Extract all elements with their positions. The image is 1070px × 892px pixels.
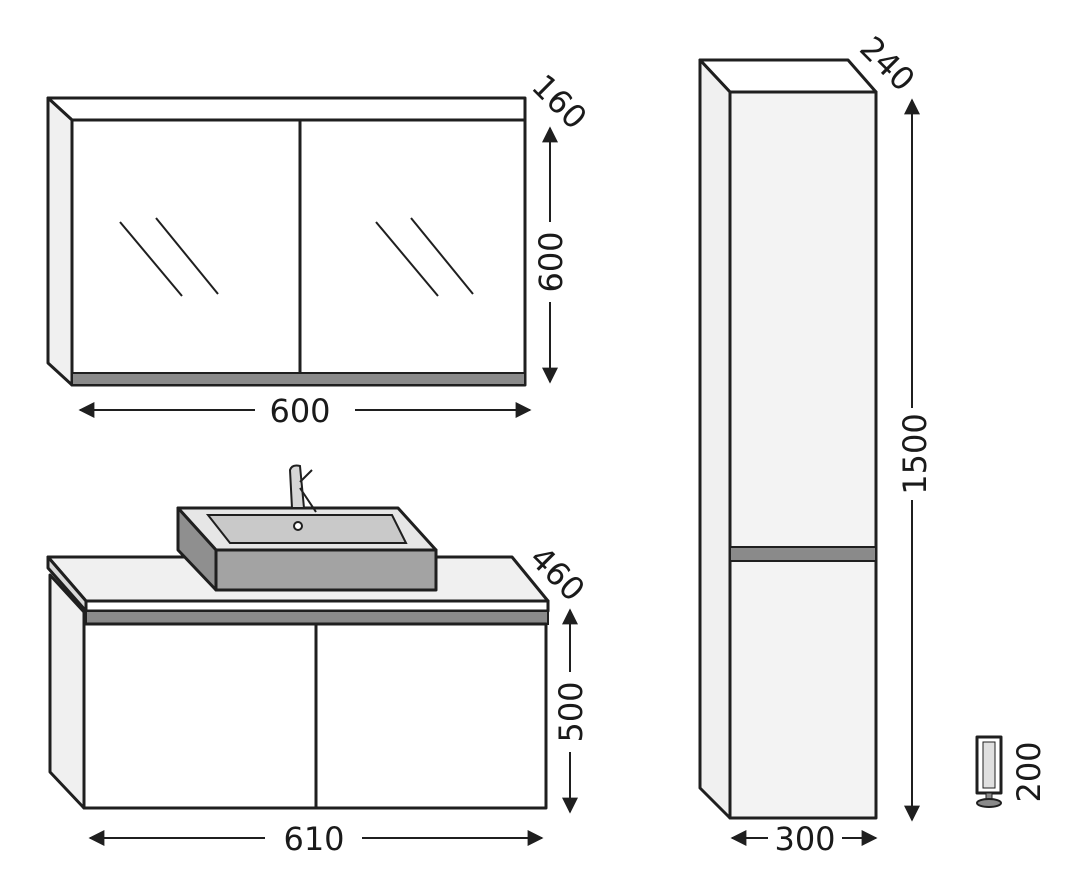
tall-cabinet-side	[698, 58, 732, 820]
vanity-height-label: 500	[552, 681, 590, 742]
adjustable-leg: 200	[975, 735, 1048, 808]
leg-height-label: 200	[1010, 741, 1048, 802]
glass-reflection-mark	[119, 221, 183, 297]
vanity-countertop-edge	[84, 599, 550, 613]
vessel-basin	[176, 464, 438, 592]
glass-reflection-mark	[155, 217, 219, 295]
vanity-unit	[46, 555, 550, 810]
basin-drain	[293, 521, 303, 531]
leg-inner	[982, 741, 996, 789]
basin-bowl	[205, 514, 408, 544]
glass-reflection-mark	[410, 217, 474, 295]
mirror-cabinet-light-strip	[71, 372, 526, 386]
mirror-cabinet-top	[46, 96, 527, 122]
tall-cabinet-handle-strip	[729, 546, 877, 562]
mirror-width-label: 600	[269, 392, 330, 430]
leg-foot	[976, 798, 1002, 808]
tall-width-label: 300	[774, 820, 835, 858]
mirror-depth-label: 160	[524, 67, 594, 137]
mirror-height-label: 600	[532, 231, 570, 292]
faucet-body	[288, 464, 306, 509]
mirror-cabinet-side	[46, 96, 74, 387]
vanity-body-side	[48, 573, 86, 810]
glass-reflection-mark	[375, 221, 439, 297]
tall-cabinet	[698, 58, 878, 820]
faucet-handle	[299, 469, 317, 513]
tall-cabinet-front	[728, 90, 878, 820]
mirror-cabinet	[46, 96, 527, 387]
vanity-accent-strip	[85, 610, 549, 625]
vanity-width-label: 610	[283, 820, 344, 858]
basin-front	[214, 548, 438, 592]
tall-height-label: 1500	[896, 413, 934, 494]
